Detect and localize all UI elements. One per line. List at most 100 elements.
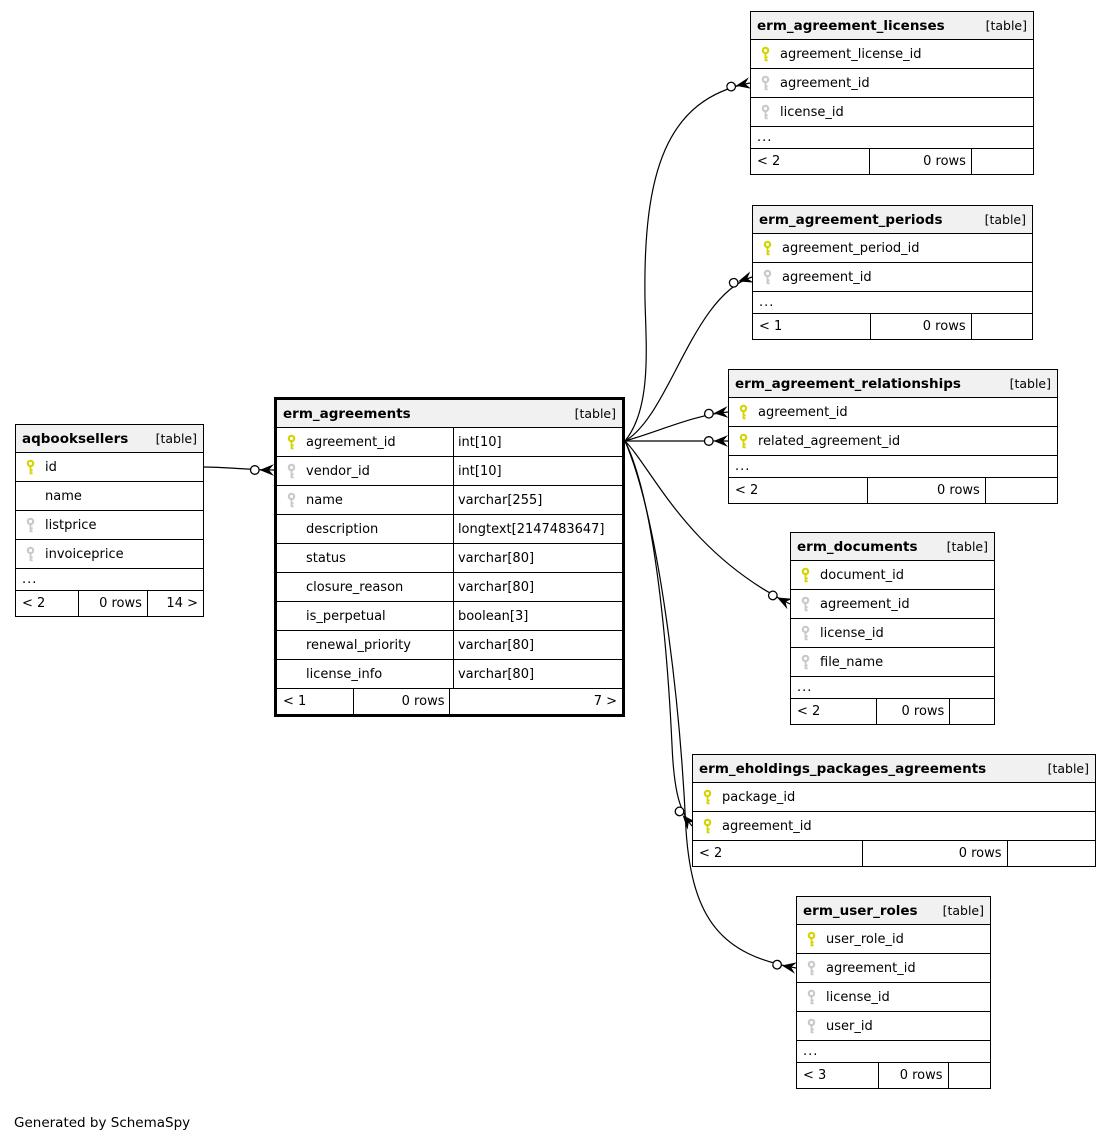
table-header-erm_user_roles[interactable]: erm_user_roles[table] [797,897,990,925]
foreign-key-icon [26,517,35,532]
edge-erm_agreements-erm_agreement_periods [624,277,752,442]
footer-row-count: 0 rows [869,149,971,174]
foreign-key-cell [16,546,45,563]
column-name: user_id [826,1018,873,1034]
column-type: varchar[80] [452,660,622,688]
footer-parents-count: 7 > [449,689,622,714]
foreign-key-icon [763,269,772,284]
foreign-key-cell [16,517,45,534]
ellipsis-row: ... [753,292,1032,314]
column-type: varchar[255] [452,486,622,514]
column-name: renewal_priority [306,637,411,653]
ellipsis-row: ... [751,127,1033,149]
column-type: varchar[80] [452,573,622,601]
table-erm-agreement-licenses: erm_agreement_licenses[table] agreement_l… [750,11,1034,175]
column-row-user_role_id: user_role_id [797,925,990,954]
column-row-agreement_license_id: agreement_license_id [751,40,1033,69]
primary-key-cell [729,404,758,421]
table-erm-eholdings-packages-agreements: erm_eholdings_packages_agreements [table]… [692,754,1096,867]
column-row-agreement_period_id: agreement_period_id [753,234,1032,263]
table-header-erm_agreement_relationships[interactable]: erm_agreement_relationships[table] [729,370,1057,398]
footer-children-count: < 3 [803,1068,827,1083]
footer-row-count: 0 rows [352,689,450,714]
table-name: erm_agreement_relationships [735,375,961,392]
column-row-id: id [16,453,203,482]
table-header-erm_agreement_licenses[interactable]: erm_agreement_licenses[table] [751,12,1033,40]
column-name: related_agreement_id [758,433,901,449]
foreign-key-cell [751,75,780,92]
column-row-file_name: file_name [791,648,994,677]
foreign-key-icon [801,596,810,611]
column-name: listprice [45,517,97,533]
table-header-erm_eholdings_packages_agreements[interactable]: erm_eholdings_packages_agreements [table] [693,755,1095,783]
footer-row-count: 0 rows [77,591,147,616]
column-row-related_agreement_id: related_agreement_id [729,427,1057,456]
table-header-aqbooksellers[interactable]: aqbooksellers[table] [16,425,203,453]
column-name: agreement_id [826,960,916,976]
column-name: vendor_id [306,463,370,479]
footer-row-count: 0 rows [861,841,1007,866]
column-name: agreement_id [820,596,910,612]
column-name: file_name [820,654,884,670]
foreign-key-icon [807,1018,816,1033]
table-erm-agreement-periods: erm_agreement_periods[table]agreement_pe… [752,205,1033,340]
column-name: description [306,521,379,537]
table-header-erm_documents[interactable]: erm_documents[table] [791,533,994,561]
footer-parents-count [949,699,994,724]
column-row-license_id: license_id [751,98,1033,127]
column-row-document_id: document_id [791,561,994,590]
table-header-erm_agreement_periods[interactable]: erm_agreement_periods[table] [753,206,1032,234]
ellipsis-row: ... [729,456,1057,478]
primary-key-icon [807,931,816,946]
foreign-key-cell [791,625,820,642]
column-name: license_id [826,989,890,1005]
table-name: aqbooksellers [22,430,129,447]
column-name: name [45,488,82,504]
foreign-key-cell [791,654,820,671]
foreign-key-icon [801,625,810,640]
edge-erm_agreements-erm_agreement_licenses [624,83,750,442]
column-row-agreement_id: agreement_id [791,590,994,619]
table-header-erm_agreements[interactable]: erm_agreements[table] [277,400,622,428]
primary-key-icon [739,404,748,419]
footer-children-count: < 1 [283,694,307,709]
column-row-agreement_id: agreement_id [797,954,990,983]
column-type: varchar[80] [452,544,622,572]
generated-by-note: Generated by SchemaSpy [14,1115,191,1131]
foreign-key-cell [797,1018,826,1035]
footer-row-count: 0 rows [866,478,985,503]
column-row-license_id: license_id [791,619,994,648]
table-tag: [table] [946,539,988,554]
table-name: erm_eholdings_packages_agreements [699,760,987,777]
ellipsis-row: ... [16,569,203,591]
table-tag: [table] [1047,761,1089,776]
column-name: user_role_id [826,931,904,947]
column-name: agreement_id [722,818,812,834]
column-row-package_id: package_id [693,783,1095,812]
footer-row-count: 0 rows [876,699,949,724]
primary-key-icon [739,433,748,448]
foreign-key-cell [797,960,826,977]
footer-parents-count [970,314,1032,339]
column-name: agreement_id [306,434,396,450]
primary-key-cell [16,459,45,476]
primary-key-cell [729,433,758,450]
column-row-closure_reason: closure_reason varchar[80] [277,573,622,602]
foreign-key-icon [761,75,770,90]
footer-parents-count [984,478,1057,503]
column-name: license_id [780,104,844,120]
column-name: closure_reason [306,579,404,595]
primary-key-cell [693,789,722,806]
foreign-key-icon [26,546,35,561]
column-row-user_id: user_id [797,1012,990,1041]
column-name: agreement_license_id [780,46,922,62]
